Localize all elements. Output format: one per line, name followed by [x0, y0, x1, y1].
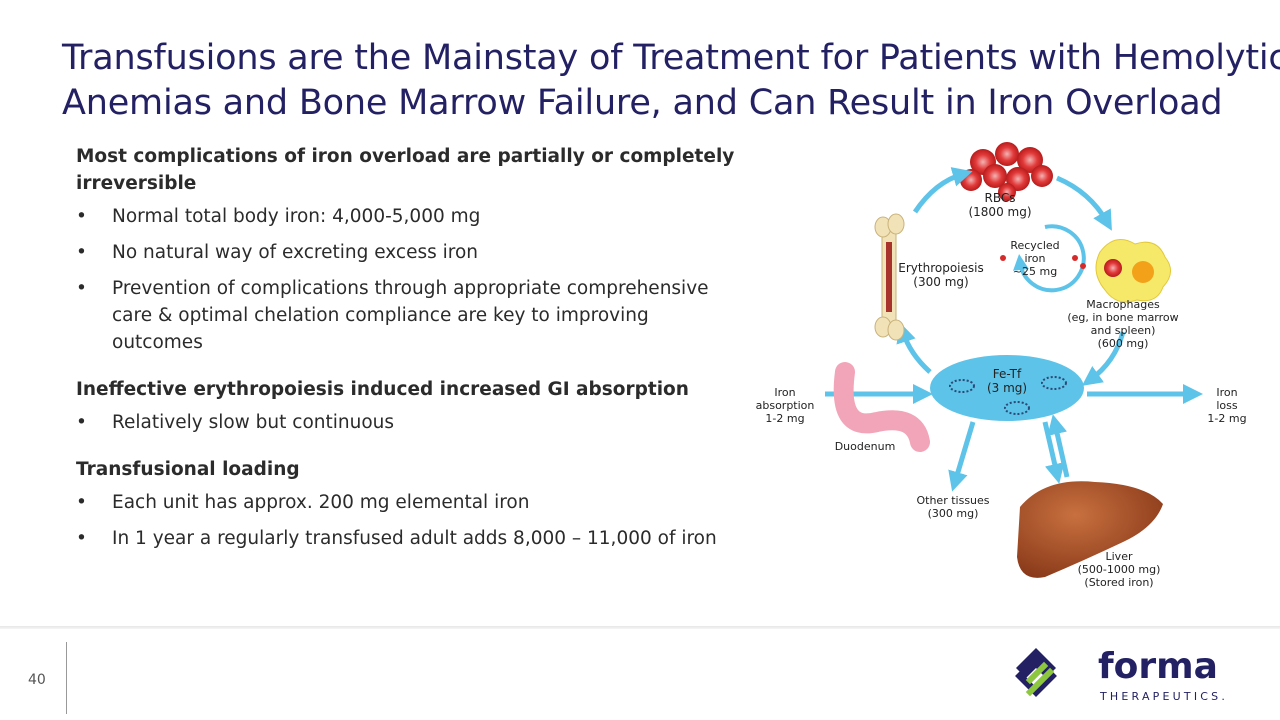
section-heading: Ineffective erythropoiesis induced incre…: [76, 379, 689, 400]
iron-absorption-label-2: absorption: [756, 399, 815, 412]
iron-absorption-label-3: 1-2 mg: [765, 412, 804, 425]
erythropoiesis-label: Erythropoiesis: [898, 261, 983, 275]
section-complications: Most complications of iron overload are …: [76, 143, 736, 356]
macrophages-label-2: (eg, in bone marrow: [1067, 311, 1178, 324]
bone-icon: [874, 213, 905, 341]
logo-wordmark: forma: [1098, 646, 1218, 687]
bullet-item: Normal total body iron: 4,000-5,000 mg: [76, 203, 736, 230]
forma-mark-icon: [1015, 648, 1057, 697]
macrophage-icon: [1095, 239, 1171, 303]
bullet-item: Prevention of complications through appr…: [76, 275, 736, 356]
bullet-item: No natural way of excreting excess iron: [76, 239, 736, 266]
recycled-label-3: ~25 mg: [1013, 265, 1057, 278]
erythropoiesis-amount: (300 mg): [913, 275, 968, 289]
other-tissues-label-1: Other tissues: [916, 494, 989, 507]
bullet-list: Each unit has approx. 200 mg elemental i…: [76, 489, 736, 552]
iron-loss-label-2: loss: [1216, 399, 1238, 412]
slide-content: Most complications of iron overload are …: [76, 143, 736, 561]
recycled-label-1: Recycled: [1010, 239, 1059, 252]
slide-title: Transfusions are the Mainstay of Treatme…: [62, 36, 1280, 126]
page-number: 40: [28, 672, 46, 688]
section-gi-absorption: Ineffective erythropoiesis induced incre…: [76, 376, 736, 436]
heading-line-2: irreversible: [76, 173, 197, 194]
heading-line-1: Most complications of iron overload are …: [76, 146, 735, 167]
slide-title-line-1: Transfusions are the Mainstay of Treatme…: [62, 38, 1280, 78]
fetf-label: Fe-Tf: [993, 367, 1022, 381]
liver-label-1: Liver: [1106, 550, 1133, 563]
iron-loss-label-3: 1-2 mg: [1207, 412, 1246, 425]
bullet-item: Each unit has approx. 200 mg elemental i…: [76, 489, 736, 516]
footer-divider: [66, 642, 67, 714]
slide-title-line-2: Anemias and Bone Marrow Failure, and Can…: [62, 83, 1223, 123]
bullet-item: In 1 year a regularly transfused adult a…: [76, 525, 736, 552]
footer-rule: [0, 626, 1280, 629]
section-heading: Most complications of iron overload are …: [76, 143, 736, 197]
duodenum-icon: [833, 362, 930, 452]
duodenum-label: Duodenum: [835, 440, 896, 453]
other-tissues-label-2: (300 mg): [928, 507, 979, 520]
macrophages-label-1: Macrophages: [1086, 298, 1160, 311]
iron-cycle-diagram: RBCs (1800 mg) Erythropoiesis (300 mg) R…: [745, 132, 1265, 602]
bullet-list: Normal total body iron: 4,000-5,000 mg N…: [76, 203, 736, 356]
iron-loss-label-1: Iron: [1216, 386, 1237, 399]
fetf-amount: (3 mg): [987, 381, 1027, 395]
logo-subtitle: THERAPEUTICS.: [1099, 690, 1228, 703]
bullet-list: Relatively slow but continuous: [76, 409, 736, 436]
bullet-item: Relatively slow but continuous: [76, 409, 736, 436]
liver-label-3: (Stored iron): [1084, 576, 1153, 589]
iron-absorption-label-1: Iron: [774, 386, 795, 399]
macrophages-label-4: (600 mg): [1098, 337, 1149, 350]
forma-logo: forma THERAPEUTICS.: [1010, 640, 1240, 710]
macrophages-label-3: and spleen): [1091, 324, 1156, 337]
liver-icon: [1017, 481, 1163, 578]
liver-label-2: (500-1000 mg): [1078, 563, 1161, 576]
section-heading: Transfusional loading: [76, 459, 300, 480]
transferrin-pool-icon: [930, 355, 1084, 421]
section-transfusional-loading: Transfusional loading Each unit has appr…: [76, 456, 736, 552]
rbcs-label: RBCs: [985, 191, 1016, 205]
recycled-label-2: iron: [1024, 252, 1045, 265]
rbcs-amount: (1800 mg): [968, 205, 1031, 219]
